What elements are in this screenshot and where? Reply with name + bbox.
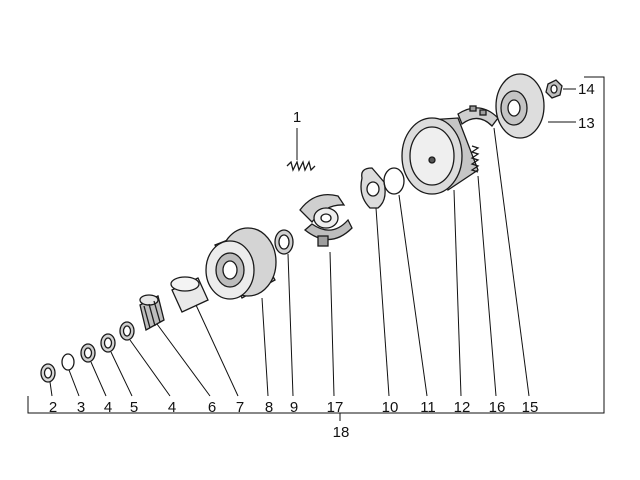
leader-lines (27, 76, 605, 421)
label-part-14: 14 (578, 81, 595, 98)
label-part-6: 6 (208, 399, 216, 416)
part-13-pulley-face (495, 73, 545, 139)
callout-labels: 2 3 4 5 4 6 7 8 9 17 10 11 12 16 15 1 14… (49, 81, 595, 441)
label-part-7: 7 (236, 399, 244, 416)
label-part-4b: 4 (168, 399, 176, 416)
label-part-11: 11 (420, 399, 436, 416)
part-6-needle-bearing (139, 294, 165, 331)
label-part-10: 10 (382, 399, 399, 416)
part-2-bearing (40, 363, 56, 383)
part-4-washer-rear (119, 321, 135, 341)
label-part-13: 13 (578, 115, 595, 132)
part-16-spring (470, 145, 480, 173)
label-part-8: 8 (265, 399, 273, 416)
label-part-4a: 4 (104, 399, 112, 416)
label-part-9: 9 (290, 399, 298, 416)
part-17-clutch-shoes (299, 193, 353, 247)
part-4-washer-front (80, 343, 96, 363)
label-part-16: 16 (489, 399, 506, 416)
label-part-5: 5 (130, 399, 138, 416)
label-part-15: 15 (522, 399, 539, 416)
part-8-clutch-bell (205, 227, 277, 300)
label-part-2: 2 (49, 399, 57, 416)
part-15-sliders (457, 105, 499, 127)
part-5-washer (100, 333, 116, 353)
label-part-1: 1 (293, 109, 301, 126)
part-14-nut (545, 79, 563, 99)
part-11-circlip (383, 167, 405, 195)
label-assembly-18: 18 (333, 424, 350, 441)
part-1-spring (286, 160, 316, 172)
part-10-plate (360, 167, 386, 209)
part-3-o-ring (61, 353, 75, 371)
part-12-drum (401, 117, 479, 195)
part-9-ring (274, 229, 294, 255)
label-part-3: 3 (77, 399, 85, 416)
label-part-17: 17 (327, 399, 344, 416)
part-7-bushing (170, 276, 209, 313)
label-part-12: 12 (454, 399, 471, 416)
